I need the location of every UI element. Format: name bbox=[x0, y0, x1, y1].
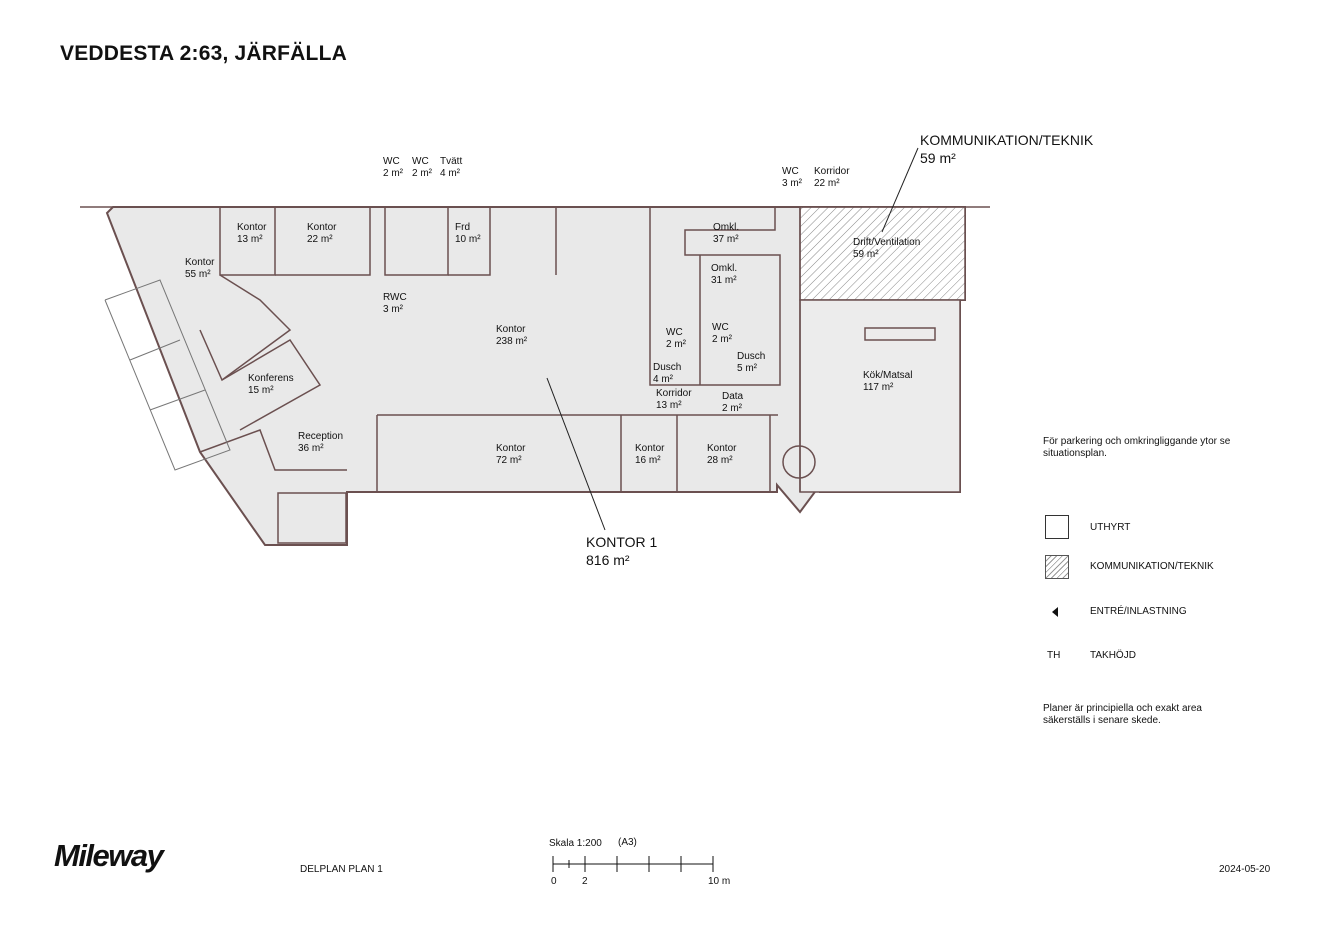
legend-kommunikation-label: KOMMUNIKATION/TEKNIK bbox=[1090, 561, 1214, 572]
legend-note-parking: För parkering och omkringliggande ytor s… bbox=[1043, 436, 1231, 459]
scale-tick-0: 0 bbox=[551, 876, 557, 887]
mileway-logo: Mileway bbox=[54, 838, 164, 873]
paper-size: (A3) bbox=[618, 837, 637, 848]
legend-note-disclaimer: Planer är principiella och exakt area sä… bbox=[1043, 703, 1202, 726]
room-label-omkl-31: Omkl.31 m² bbox=[711, 263, 738, 286]
room-label-omkl-37: Omkl.37 m² bbox=[713, 222, 740, 245]
scale-tick-10m: 10 m bbox=[708, 876, 731, 887]
legend-takhojd-label: TAKHÖJD bbox=[1090, 650, 1136, 661]
plan-label: DELPLAN PLAN 1 bbox=[300, 864, 383, 875]
page-title: VEDDESTA 2:63, JÄRFÄLLA bbox=[60, 42, 347, 65]
legend-uthyrt-label: UTHYRT bbox=[1090, 522, 1131, 533]
legend-uthyrt-swatch bbox=[1045, 515, 1069, 539]
legend-th-symbol: TH bbox=[1047, 650, 1061, 661]
scale-bar bbox=[552, 856, 714, 872]
date: 2024-05-20 bbox=[1219, 864, 1271, 875]
scale-label: Skala 1:200 bbox=[549, 838, 602, 849]
legend-entre-label: ENTRÉ/INLASTNING bbox=[1090, 606, 1187, 617]
legend-kommunikation-swatch bbox=[1045, 555, 1069, 579]
entrance-triangle-icon bbox=[1052, 607, 1058, 617]
scale-tick-2: 2 bbox=[582, 876, 588, 887]
